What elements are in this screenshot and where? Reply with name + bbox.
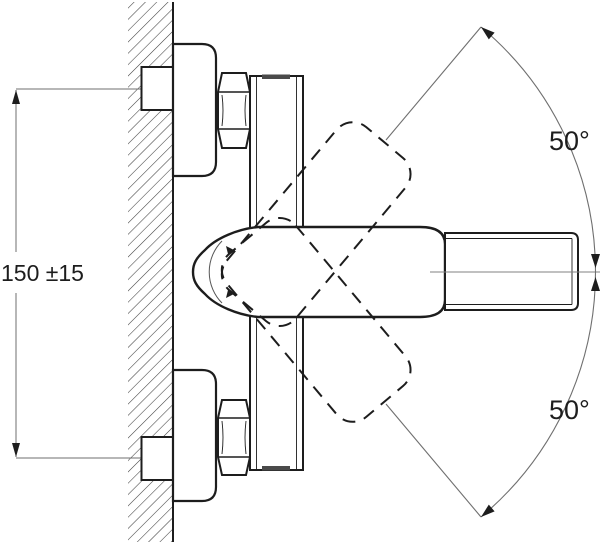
- arc-arrow-mid-up: [591, 277, 600, 291]
- rotated-handle-up-dashed: [220, 121, 412, 328]
- arc-arrow-bottom: [481, 504, 495, 517]
- swivel-angle-dimension: [385, 26, 600, 518]
- wall-anchor-block-top: [140, 66, 174, 111]
- dimension-150: [12, 88, 142, 459]
- pivot-rotation-tick-down: [226, 290, 234, 298]
- escutcheon-bottom: [171, 368, 218, 503]
- mounting-distance-label: 150 ±15: [1, 260, 84, 286]
- dimension-arrow-up: [12, 90, 20, 104]
- angle-line-bottom: [385, 403, 482, 518]
- angle-line-top: [385, 26, 482, 141]
- swivel-angle-top-label: 50°: [549, 126, 590, 156]
- lever-body: [191, 225, 447, 319]
- pivot-rotation-tick-up: [226, 246, 234, 254]
- dimension-arrow-down: [12, 443, 20, 457]
- body-bottom-shadow: [262, 466, 290, 471]
- body-top-shadow: [262, 74, 290, 79]
- pivot-dome-arc: [208, 240, 223, 304]
- rotated-handle-down-dashed: [220, 216, 412, 423]
- wall-anchor-block-bottom: [140, 436, 174, 481]
- swivel-angle-bottom-label: 50°: [549, 395, 590, 425]
- hex-nut-top: [217, 72, 251, 149]
- swivel-arc: [480, 26, 597, 518]
- escutcheon-top: [171, 42, 218, 178]
- hex-nut-bottom: [217, 399, 251, 476]
- arc-arrow-mid-down: [591, 254, 600, 268]
- rotated-handle-positions: [220, 121, 412, 423]
- arc-arrow-top: [481, 27, 495, 40]
